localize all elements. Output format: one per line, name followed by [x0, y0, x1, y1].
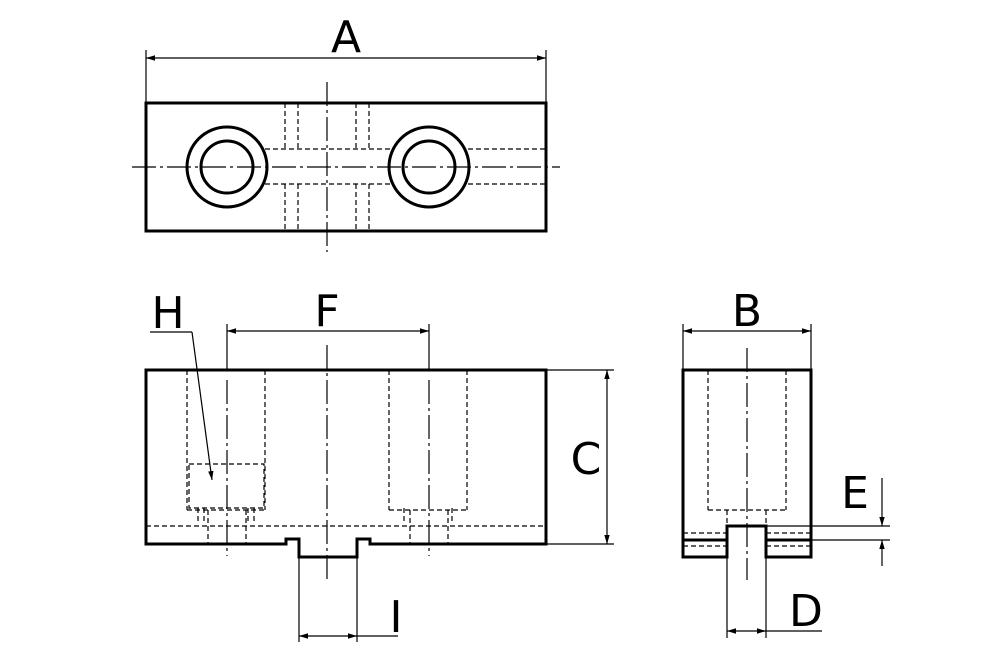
- label-b: B: [732, 286, 762, 337]
- side-view: [681, 348, 813, 580]
- dimension-b: B: [682, 286, 812, 370]
- front-view: [144, 345, 548, 580]
- label-a: A: [331, 12, 361, 63]
- label-e: E: [841, 468, 869, 519]
- dimension-e: E: [766, 468, 890, 566]
- label-c: C: [571, 434, 602, 485]
- dimension-d: D: [726, 557, 823, 638]
- leader-h: H: [150, 288, 214, 481]
- dimension-i: I: [298, 557, 403, 643]
- dimension-c: C: [546, 369, 614, 545]
- label-d: D: [789, 586, 823, 637]
- label-f: F: [314, 286, 339, 337]
- label-i: I: [390, 592, 403, 643]
- label-h: H: [151, 288, 184, 339]
- top-view: [132, 82, 560, 252]
- dimension-a: A: [145, 12, 547, 103]
- dimension-f: F: [226, 286, 430, 370]
